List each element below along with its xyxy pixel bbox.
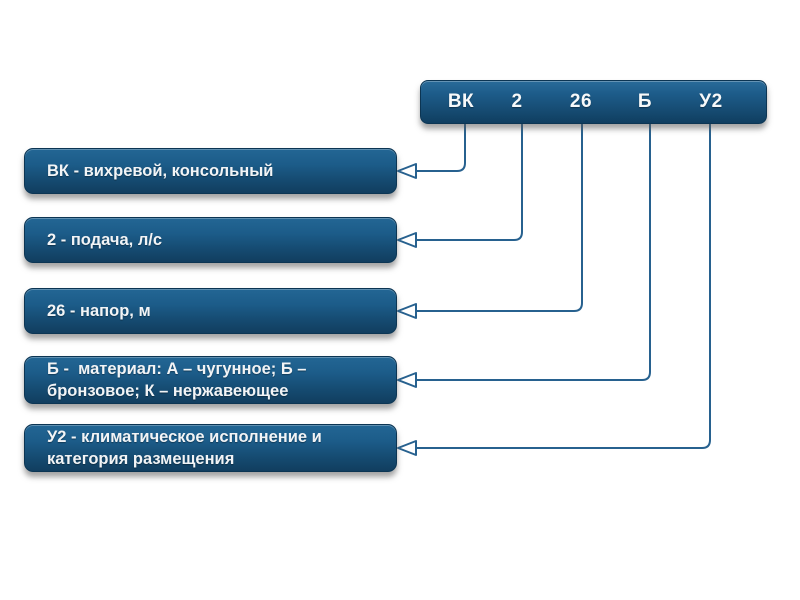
- legend-box-vk-label: ВК - вихревой, консольный: [47, 162, 274, 180]
- connector-arrowhead-2: [397, 232, 417, 248]
- code-segment-2: 2: [511, 91, 523, 112]
- code-segment-b: Б: [637, 91, 653, 112]
- legend-box-vk: ВК - вихревой, консольный: [24, 148, 397, 194]
- connector-arrowhead-u2: [397, 440, 417, 456]
- pump-code-bar: ВК 2 26 Б У2: [420, 80, 767, 124]
- code-segment-vk: ВК: [447, 91, 475, 112]
- legend-box-u2-label: У2 - климатическое исполнение и категори…: [47, 428, 327, 468]
- legend-box-26: 26 - напор, м: [24, 288, 397, 334]
- legend-box-b-label: Б - материал: А – чугунное; Б – бронзово…: [47, 360, 312, 400]
- code-segment-26: 26: [569, 91, 593, 112]
- connector-line-b: [416, 118, 651, 381]
- connector-line-26: [416, 118, 583, 312]
- legend-box-u2: У2 - климатическое исполнение и категори…: [24, 424, 397, 472]
- legend-box-2-label: 2 - подача, л/с: [47, 231, 163, 249]
- connector-arrowhead-26: [397, 303, 417, 319]
- legend-box-2: 2 - подача, л/с: [24, 217, 397, 263]
- connector-arrowhead-vk: [397, 163, 417, 179]
- legend-box-b: Б - материал: А – чугунное; Б – бронзово…: [24, 356, 397, 404]
- connector-line-vk: [416, 118, 466, 172]
- code-segment-u2: У2: [699, 91, 723, 112]
- connector-line-2: [416, 118, 523, 241]
- connector-arrowhead-b: [397, 372, 417, 388]
- connector-line-u2: [416, 118, 711, 449]
- legend-box-26-label: 26 - напор, м: [47, 302, 151, 320]
